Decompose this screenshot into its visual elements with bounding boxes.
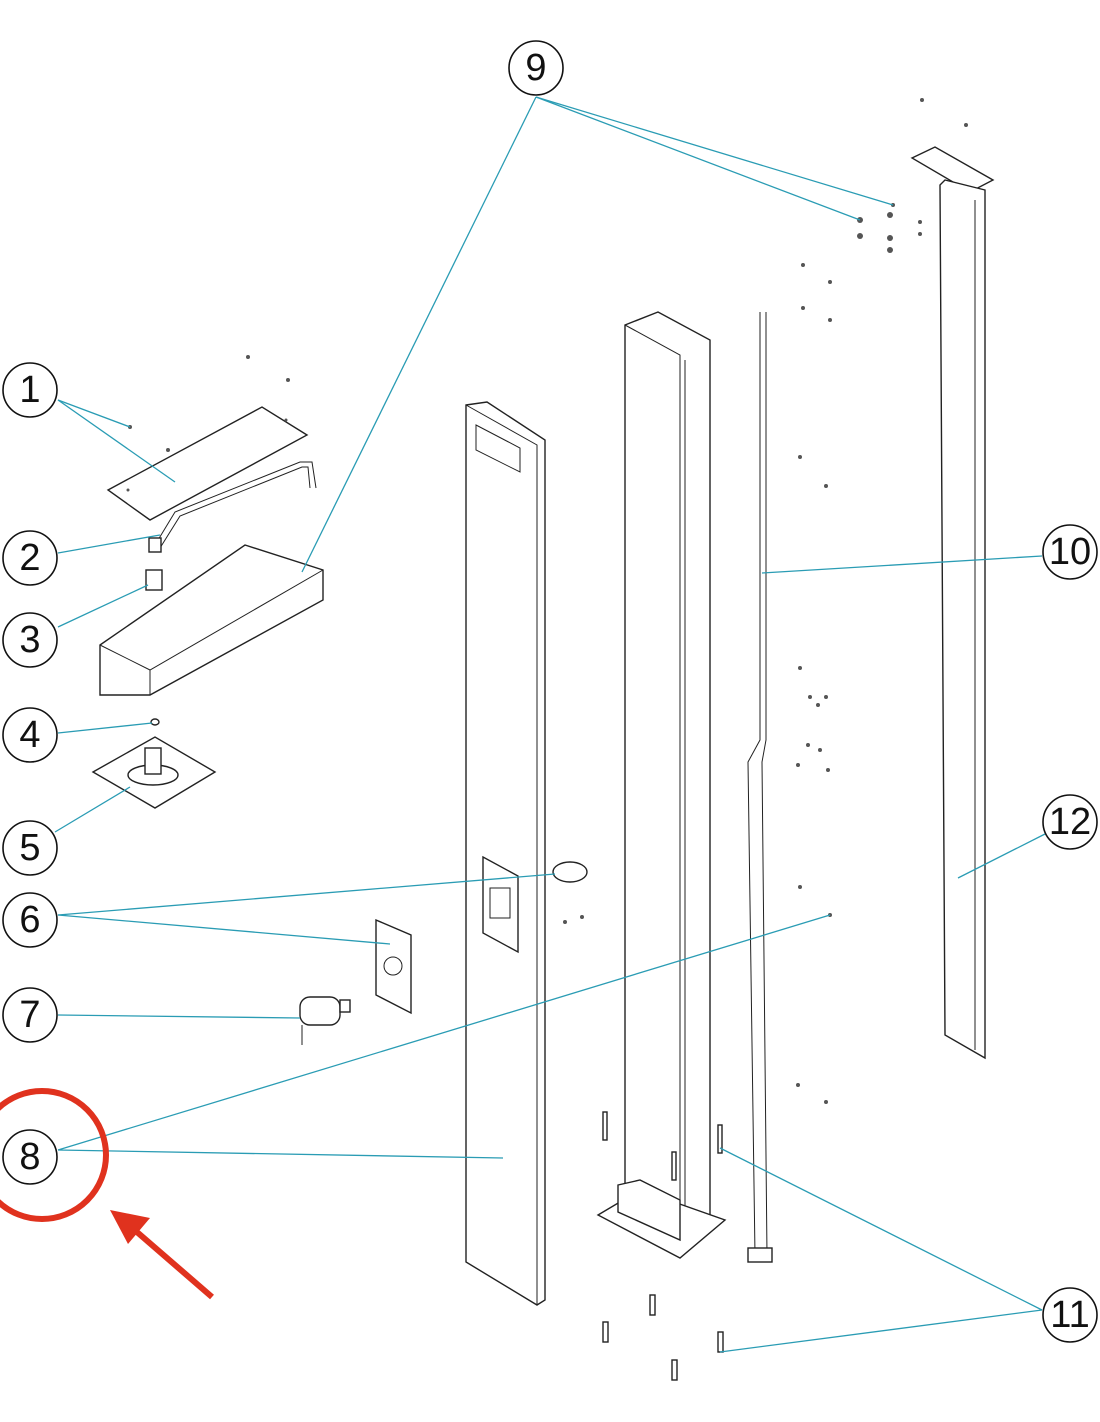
part-shower-box	[99, 544, 324, 696]
callout-label: 10	[1049, 531, 1091, 573]
callout-label: 7	[19, 994, 40, 1036]
leader-lines	[54, 96, 1046, 1353]
callout-label: 11	[1050, 1294, 1089, 1336]
callout-label: 5	[19, 827, 40, 869]
callout-4: 4	[2, 707, 58, 763]
part-top-plate	[106, 406, 309, 521]
callout-label: 12	[1049, 801, 1091, 843]
callout-label: 2	[19, 537, 40, 579]
callout-label: 3	[19, 619, 40, 661]
callout-label: 9	[525, 47, 546, 89]
highlight-circle	[0, 1088, 109, 1222]
part-pipe	[747, 312, 773, 1263]
callout-label: 8	[19, 1136, 40, 1178]
callout-10: 10	[1042, 524, 1098, 580]
callout-2: 2	[2, 530, 58, 586]
part-rail	[910, 146, 995, 1060]
callout-label: 4	[19, 714, 40, 756]
part-column	[596, 311, 727, 1259]
callout-3: 3	[2, 612, 58, 668]
part-hose	[154, 461, 317, 549]
callout-11: 11	[1042, 1287, 1098, 1343]
highlight-annotation	[0, 1088, 214, 1300]
callout-12: 12	[1042, 794, 1098, 850]
callout-1: 1	[2, 362, 58, 418]
part-shower-head-plate	[91, 736, 217, 809]
callout-8: 8	[2, 1129, 58, 1185]
part-front-panel	[465, 401, 546, 1306]
part-valve	[299, 996, 351, 1045]
highlight-arrow-shaft	[128, 1223, 214, 1300]
callout-7: 7	[2, 987, 58, 1043]
callout-label: 6	[19, 899, 40, 941]
part-washer	[150, 718, 160, 726]
callout-5: 5	[2, 820, 58, 876]
callout-6: 6	[2, 892, 58, 948]
callout-9: 9	[508, 40, 564, 96]
highlight-arrow-head-icon	[110, 1210, 150, 1244]
callout-label: 1	[19, 369, 40, 411]
part-fitting	[145, 537, 163, 591]
